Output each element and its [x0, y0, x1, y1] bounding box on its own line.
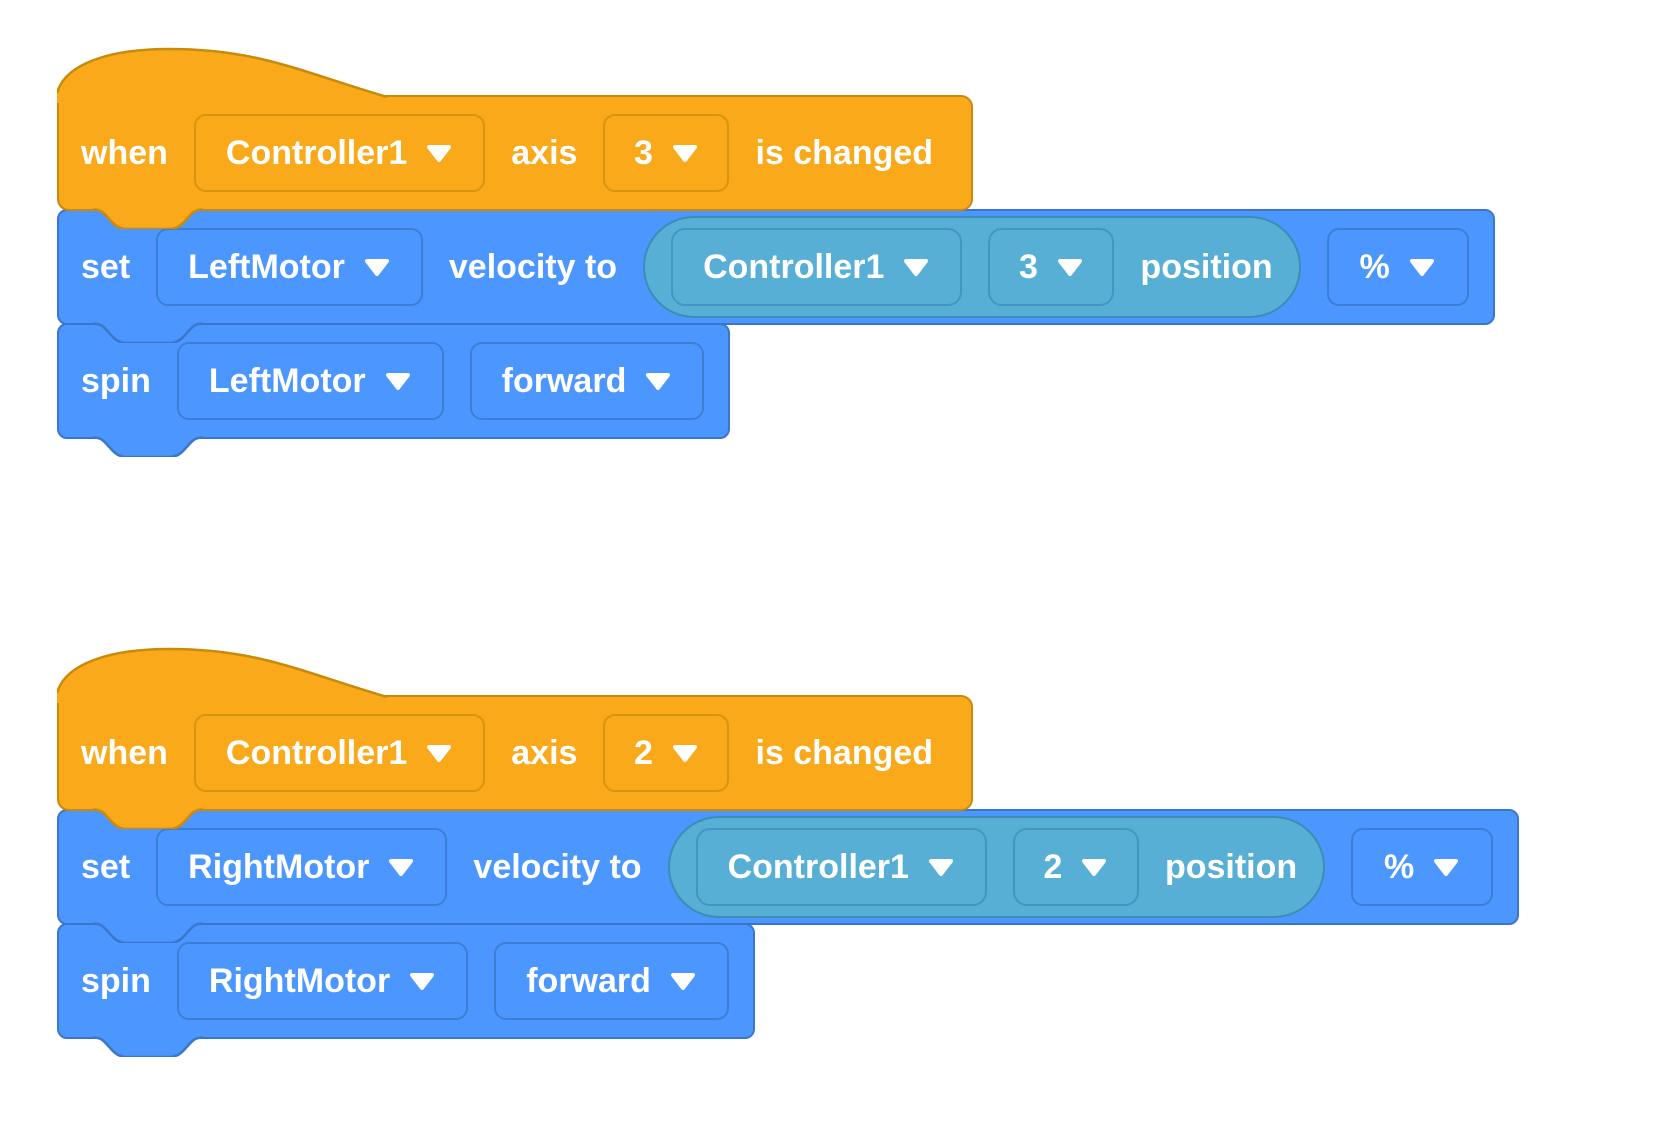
- controller-dropdown-value: Controller1: [225, 133, 408, 172]
- reporter-axis-dropdown[interactable]: 2: [1012, 828, 1139, 906]
- spin-label: spin: [81, 361, 151, 400]
- controller-dropdown[interactable]: Controller1: [193, 714, 486, 792]
- set-motor-velocity-block[interactable]: set RightMotor velocity to Controller1 2…: [57, 809, 1520, 943]
- direction-dropdown-value: forward: [501, 361, 627, 400]
- dropdown-arrow-icon: [672, 745, 697, 762]
- unit-dropdown[interactable]: %: [1326, 228, 1469, 306]
- velocity-to-label: velocity to: [448, 247, 618, 286]
- set-label: set: [81, 247, 131, 286]
- dropdown-arrow-icon: [427, 745, 452, 762]
- motor-dropdown-value: RightMotor: [208, 961, 391, 1000]
- position-label: position: [1164, 847, 1298, 886]
- controller-axis-position-reporter[interactable]: Controller1 2 position: [667, 816, 1326, 918]
- is-changed-label: is changed: [755, 133, 934, 172]
- motor-dropdown-value: LeftMotor: [208, 361, 366, 400]
- dropdown-arrow-icon: [1057, 259, 1082, 276]
- reporter-controller-dropdown[interactable]: Controller1: [695, 828, 987, 906]
- dropdown-arrow-icon: [904, 259, 929, 276]
- reporter-controller-dropdown[interactable]: Controller1: [671, 228, 963, 306]
- bottom-tab: [93, 430, 203, 457]
- axis-dropdown[interactable]: 3: [603, 114, 730, 192]
- motor-dropdown-value: LeftMotor: [188, 247, 345, 286]
- reporter-axis-dropdown[interactable]: 3: [988, 228, 1115, 306]
- axis-dropdown-value: 2: [633, 733, 653, 772]
- axis-dropdown-value: 3: [633, 133, 653, 172]
- when-label: when: [81, 733, 168, 772]
- set-motor-velocity-block[interactable]: set LeftMotor velocity to Controller1 3 …: [57, 209, 1495, 343]
- axis-label: axis: [511, 133, 578, 172]
- block-stack-left-motor: when Controller1 axis 3 is changed set L…: [56, 47, 1495, 457]
- motor-dropdown[interactable]: LeftMotor: [156, 228, 423, 306]
- direction-dropdown[interactable]: forward: [494, 942, 729, 1020]
- reporter-controller-dropdown-value: Controller1: [727, 847, 909, 886]
- dropdown-arrow-icon: [1082, 859, 1107, 876]
- hat-bump: [56, 647, 387, 703]
- dropdown-arrow-icon: [1409, 259, 1434, 276]
- dropdown-arrow-icon: [646, 373, 671, 390]
- dropdown-arrow-icon: [672, 145, 697, 162]
- unit-dropdown[interactable]: %: [1351, 828, 1494, 906]
- dropdown-arrow-icon: [928, 859, 953, 876]
- dropdown-arrow-icon: [385, 373, 410, 390]
- axis-label: axis: [511, 733, 578, 772]
- reporter-controller-dropdown-value: Controller1: [703, 247, 885, 286]
- dropdown-arrow-icon: [410, 973, 435, 990]
- set-label: set: [81, 847, 131, 886]
- unit-dropdown-value: %: [1384, 847, 1415, 886]
- dropdown-arrow-icon: [670, 973, 695, 990]
- position-label: position: [1140, 247, 1273, 286]
- unit-dropdown-value: %: [1359, 247, 1390, 286]
- is-changed-label: is changed: [755, 733, 934, 772]
- motor-dropdown[interactable]: RightMotor: [176, 942, 469, 1020]
- axis-dropdown[interactable]: 2: [603, 714, 730, 792]
- when-controller-axis-changed-block[interactable]: when Controller1 axis 3 is changed: [56, 47, 974, 229]
- direction-dropdown[interactable]: forward: [469, 342, 705, 420]
- motor-dropdown[interactable]: RightMotor: [156, 828, 448, 906]
- hat-bump: [56, 47, 387, 103]
- controller-dropdown[interactable]: Controller1: [193, 114, 486, 192]
- velocity-to-label: velocity to: [473, 847, 642, 886]
- reporter-axis-dropdown-value: 3: [1018, 247, 1038, 286]
- block-stack-right-motor: when Controller1 axis 2 is changed set R…: [56, 647, 1520, 1057]
- when-controller-axis-changed-block[interactable]: when Controller1 axis 2 is changed: [56, 647, 974, 829]
- motor-dropdown[interactable]: LeftMotor: [176, 342, 444, 420]
- spin-motor-block[interactable]: spin RightMotor forward: [57, 923, 755, 1057]
- when-label: when: [81, 133, 168, 172]
- dropdown-arrow-icon: [364, 259, 389, 276]
- reporter-axis-dropdown-value: 2: [1043, 847, 1063, 886]
- controller-axis-position-reporter[interactable]: Controller1 3 position: [643, 216, 1301, 318]
- direction-dropdown-value: forward: [526, 961, 651, 1000]
- spin-motor-block[interactable]: spin LeftMotor forward: [57, 323, 731, 457]
- spin-label: spin: [81, 961, 151, 1000]
- motor-dropdown-value: RightMotor: [188, 847, 370, 886]
- dropdown-arrow-icon: [389, 859, 414, 876]
- dropdown-arrow-icon: [1434, 859, 1459, 876]
- dropdown-arrow-icon: [427, 145, 452, 162]
- controller-dropdown-value: Controller1: [225, 733, 408, 772]
- bottom-tab: [93, 1030, 203, 1057]
